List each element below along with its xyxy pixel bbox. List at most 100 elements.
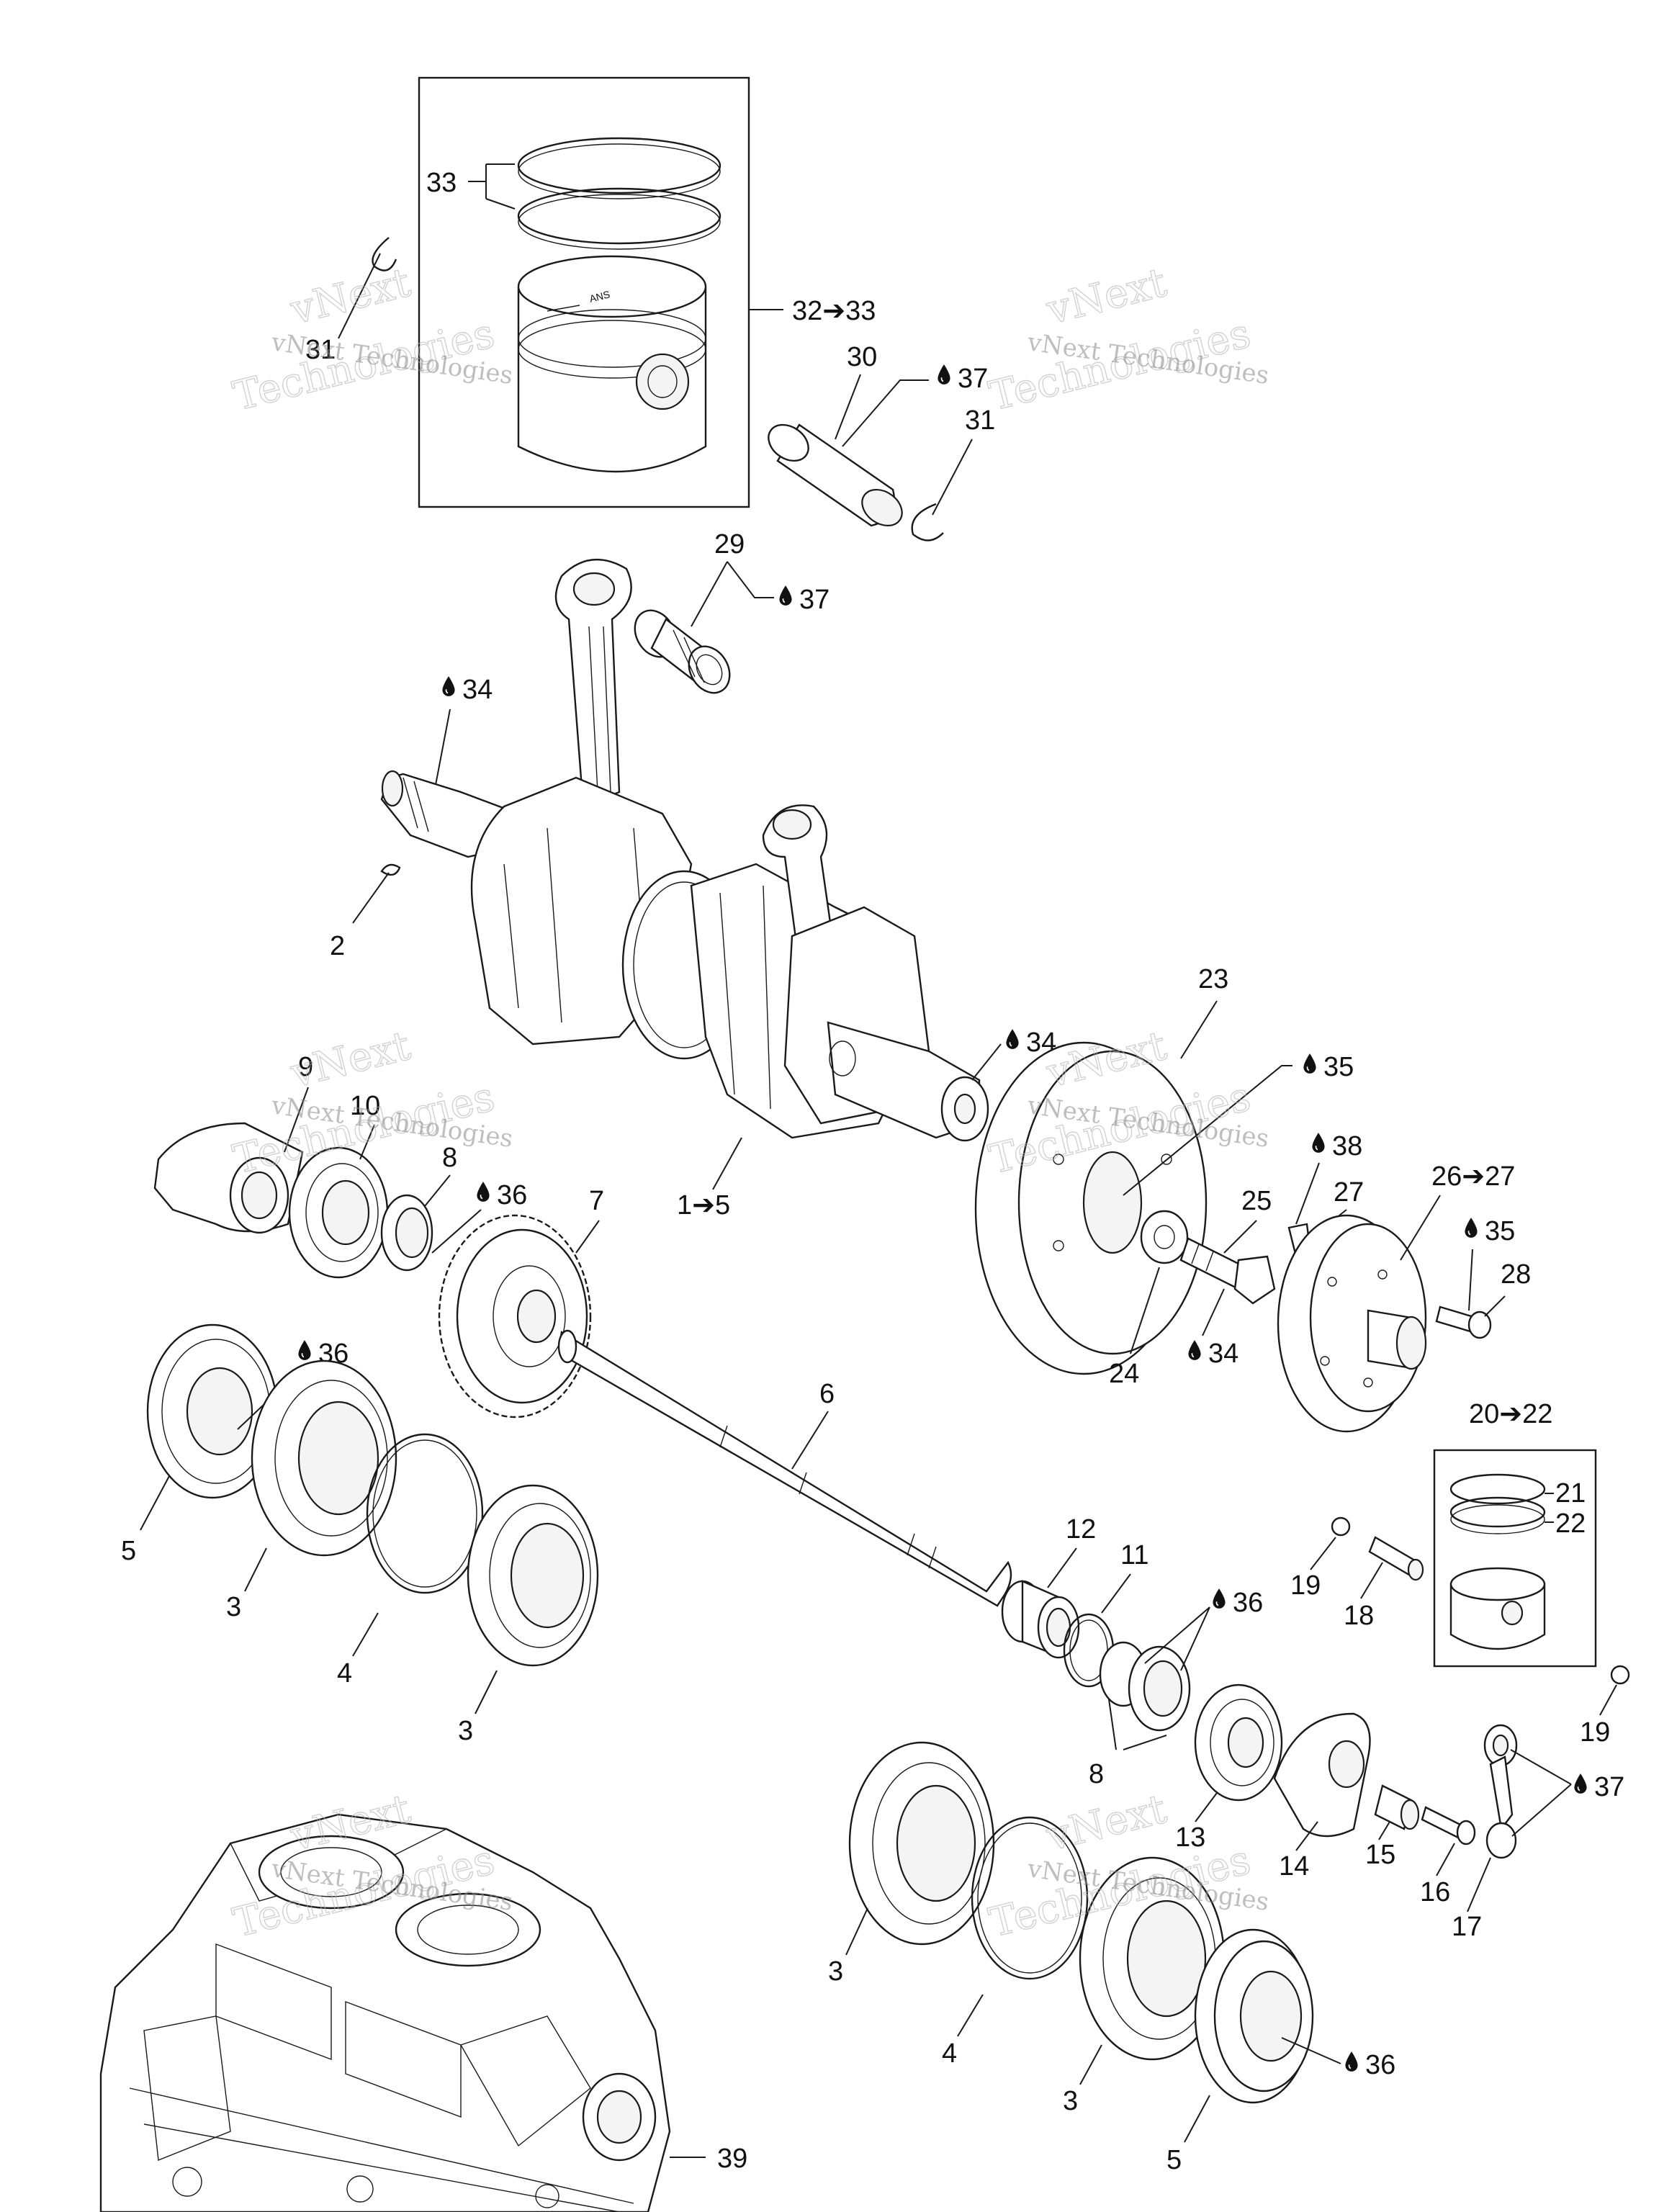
callout-22: 22 bbox=[1555, 1509, 1586, 1539]
bearing-10 bbox=[288, 1146, 389, 1279]
lube-drop-icon bbox=[1187, 1339, 1202, 1361]
counterweight-14 bbox=[1273, 1712, 1371, 1838]
callout-12: 12 bbox=[1066, 1514, 1096, 1545]
engine-block-39 bbox=[99, 1813, 671, 2212]
callout-14: 14 bbox=[1279, 1851, 1309, 1881]
callout-3-bottom-right: 3 bbox=[1063, 2086, 1078, 2116]
piston-pin-bore bbox=[635, 353, 690, 410]
lube-drop-icon bbox=[1344, 2051, 1359, 2072]
lube-drop-icon bbox=[1573, 1773, 1588, 1794]
callout-19-right: 19 bbox=[1580, 1717, 1610, 1748]
woodruff-key bbox=[380, 863, 401, 876]
gear-7 bbox=[438, 1214, 592, 1419]
watermark-top-left: vNext Technologies vNext Technologies bbox=[228, 258, 515, 421]
nut-19-right bbox=[1610, 1665, 1630, 1685]
callout-26-27: 26➔27 bbox=[1431, 1161, 1515, 1192]
lube-36-right: 36 bbox=[1233, 1588, 1263, 1618]
seal-5-right bbox=[1194, 1928, 1314, 2104]
callout-10: 10 bbox=[350, 1091, 380, 1121]
screw-16 bbox=[1421, 1806, 1476, 1845]
callout-3-left-lower: 3 bbox=[458, 1716, 473, 1746]
watermark-bottom-left: vNext Technologies vNext Technologies bbox=[228, 1785, 515, 1947]
seal-5-left bbox=[146, 1323, 279, 1499]
needle-bearing-12 bbox=[1001, 1580, 1080, 1659]
lube-drop-icon bbox=[778, 585, 793, 606]
callout-24: 24 bbox=[1109, 1359, 1139, 1389]
link-rod-17 bbox=[1483, 1724, 1518, 1859]
callout-2: 2 bbox=[330, 931, 345, 961]
ring-22 bbox=[1449, 1496, 1546, 1528]
lube-37-needle: 37 bbox=[799, 585, 830, 615]
bolt-25 bbox=[1179, 1237, 1276, 1305]
piston-kit-group: ANS bbox=[418, 76, 750, 508]
lube-drop-icon bbox=[297, 1339, 312, 1361]
crankshaft-assembly bbox=[380, 558, 989, 1142]
callout-29: 29 bbox=[714, 529, 745, 559]
lube-drop-icon bbox=[1303, 1053, 1317, 1074]
callout-21: 21 bbox=[1555, 1478, 1586, 1509]
lube-35-flywheel: 35 bbox=[1323, 1052, 1354, 1082]
watermark-mid-left: vNext Technologies vNext Technologies bbox=[228, 1022, 515, 1184]
screw-28 bbox=[1435, 1305, 1492, 1339]
callout-32-33: 32➔33 bbox=[792, 296, 876, 326]
callout-31-left: 31 bbox=[305, 335, 336, 365]
lube-drop-icon bbox=[1464, 1217, 1478, 1238]
wrist-pin bbox=[768, 423, 903, 527]
callout-18: 18 bbox=[1344, 1601, 1374, 1631]
lube-drop-icon bbox=[1212, 1588, 1226, 1609]
callout-20-22: 20➔22 bbox=[1469, 1399, 1552, 1429]
washer-24 bbox=[1140, 1210, 1189, 1264]
callout-17: 17 bbox=[1452, 1912, 1482, 1942]
callout-8-bottom: 8 bbox=[1089, 1759, 1104, 1789]
watermark-top-right: vNext Technologies vNext Technologies bbox=[984, 258, 1271, 421]
callout-13: 13 bbox=[1175, 1822, 1205, 1853]
watermark-text: vNext bbox=[1042, 259, 1172, 334]
callout-3-bottom-left: 3 bbox=[828, 1956, 843, 1987]
watermark-text: vNext bbox=[1042, 1786, 1172, 1861]
callout-25: 25 bbox=[1241, 1186, 1272, 1216]
callout-28: 28 bbox=[1501, 1259, 1531, 1290]
lube-36-bottom: 36 bbox=[1365, 2050, 1395, 2080]
callout-39: 39 bbox=[717, 2144, 747, 2174]
seal-8-right bbox=[1099, 1641, 1191, 1732]
bearing-3-left-upper bbox=[251, 1359, 397, 1557]
piston: ANS bbox=[517, 255, 707, 473]
callout-15: 15 bbox=[1365, 1840, 1395, 1870]
callout-6: 6 bbox=[819, 1379, 835, 1409]
needle-bearing-29 bbox=[634, 609, 731, 694]
piston-kit-frame bbox=[418, 76, 750, 508]
lube-37-link: 37 bbox=[1594, 1772, 1624, 1802]
ring-21 bbox=[1449, 1473, 1546, 1505]
lube-37-wristpin: 37 bbox=[958, 364, 988, 394]
piston-ring-lower bbox=[517, 187, 721, 245]
callout-1-5: 1➔5 bbox=[677, 1190, 730, 1220]
flywheel-23 bbox=[974, 1041, 1208, 1375]
counterweight-9 bbox=[153, 1122, 304, 1234]
callout-3-left-upper: 3 bbox=[226, 1592, 241, 1622]
callout-8-top: 8 bbox=[442, 1143, 457, 1173]
callout-19-left: 19 bbox=[1290, 1570, 1321, 1601]
callout-5-left: 5 bbox=[121, 1536, 136, 1566]
bushing-15 bbox=[1374, 1784, 1420, 1830]
bearing-3-bottom-right bbox=[1079, 1856, 1226, 2061]
lube-34-crank-left: 34 bbox=[462, 675, 493, 705]
lube-38: 38 bbox=[1332, 1131, 1362, 1161]
callout-7: 7 bbox=[589, 1186, 604, 1216]
lube-drop-icon bbox=[937, 364, 951, 385]
bearing-3-bottom-left bbox=[848, 1741, 995, 1946]
callout-4-left: 4 bbox=[337, 1658, 352, 1689]
shaft-6 bbox=[557, 1329, 1012, 1607]
lube-drop-icon bbox=[1005, 1028, 1020, 1050]
circlip-4-left bbox=[366, 1433, 484, 1594]
circlip-right bbox=[911, 503, 944, 541]
balance-piston-kit-frame bbox=[1433, 1449, 1597, 1668]
lube-36-top: 36 bbox=[497, 1180, 527, 1210]
pin-18 bbox=[1368, 1536, 1424, 1581]
lube-drop-icon bbox=[441, 675, 456, 697]
lube-34-bolt: 34 bbox=[1208, 1339, 1238, 1369]
watermark-text: vNext bbox=[286, 259, 415, 334]
watermark-text: vNext bbox=[286, 1022, 415, 1097]
nut-19-left bbox=[1331, 1516, 1351, 1537]
callout-9: 9 bbox=[298, 1052, 313, 1082]
